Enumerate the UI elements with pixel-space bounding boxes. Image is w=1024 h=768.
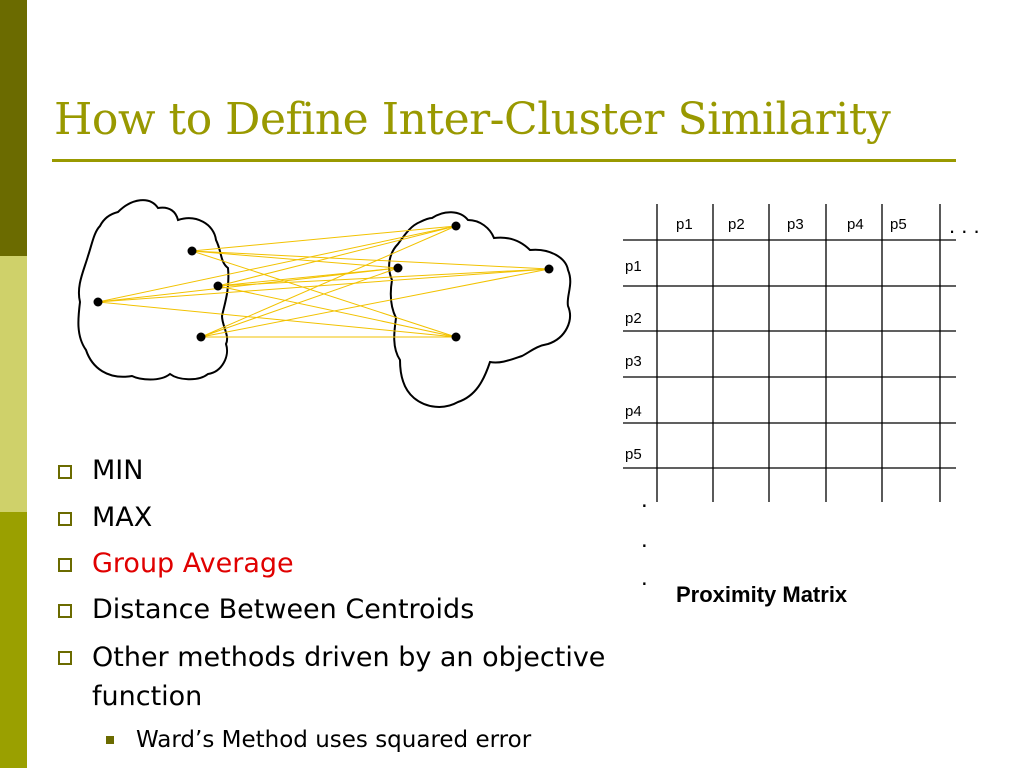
matrix-col-header: p5: [890, 216, 907, 233]
right-cluster-outline: [388, 211, 572, 408]
bullet-text: Other methods driven by an objective fun…: [92, 642, 606, 712]
matrix-row-ellipsis: .: [641, 486, 648, 513]
proximity-matrix-grid: [623, 204, 956, 502]
bullet-box-icon: [58, 512, 72, 526]
bullet-box-icon: [58, 604, 72, 618]
matrix-col-header: p3: [787, 216, 804, 233]
sub-bullet-item: Ward’s Method uses squared error: [58, 720, 638, 760]
bullet-item: Distance Between Centroids: [58, 591, 638, 629]
matrix-row-header: p2: [625, 310, 642, 327]
matrix-row-ellipsis: .: [641, 564, 648, 591]
right-point: [393, 263, 403, 273]
left-point: [196, 332, 206, 342]
title-underline: [52, 159, 956, 162]
matrix-col-ellipsis: . . .: [949, 213, 980, 238]
matrix-row-ellipsis: .: [641, 526, 648, 553]
bullet-text: MAX: [92, 502, 153, 533]
left-accent-bar-olive: [0, 512, 27, 768]
right-point: [451, 332, 461, 342]
matrix-row-header: p4: [625, 403, 642, 420]
bullet-item: MAX: [58, 499, 638, 537]
bullet-text: MIN: [92, 455, 144, 486]
matrix-col-header: p4: [847, 216, 864, 233]
bullet-text: Group Average: [92, 548, 294, 579]
inter-cluster-links: [97, 225, 550, 338]
matrix-row-header: p1: [625, 258, 642, 275]
sub-bullet-square-icon: [106, 736, 114, 744]
left-point: [187, 246, 197, 256]
left-accent-bar-dark: [0, 0, 27, 256]
left-point: [213, 281, 223, 291]
bullet-list: MIN MAX Group Average Distance Between C…: [58, 452, 638, 760]
left-point: [93, 297, 103, 307]
matrix-row-header: p5: [625, 446, 642, 463]
cluster-points: [93, 221, 554, 342]
bullet-text: Distance Between Centroids: [92, 594, 475, 625]
sub-bullet-text: Ward’s Method uses squared error: [136, 727, 532, 753]
bullet-box-icon: [58, 651, 72, 665]
bullet-item: MIN: [58, 452, 638, 490]
matrix-row-header: p3: [625, 353, 642, 370]
right-point: [451, 221, 461, 231]
matrix-caption: Proximity Matrix: [676, 582, 848, 607]
matrix-col-header: p1: [676, 216, 693, 233]
left-accent-bar-light: [0, 256, 27, 512]
right-point: [544, 264, 554, 274]
bullet-box-icon: [58, 558, 72, 572]
bullet-item: Other methods driven by an objective fun…: [58, 638, 612, 716]
slide-title: How to Define Inter-Cluster Similarity: [54, 94, 891, 145]
matrix-col-header: p2: [728, 216, 745, 233]
bullet-item-highlighted: Group Average: [58, 545, 638, 583]
left-cluster-outline: [77, 199, 230, 381]
bullet-box-icon: [58, 465, 72, 479]
